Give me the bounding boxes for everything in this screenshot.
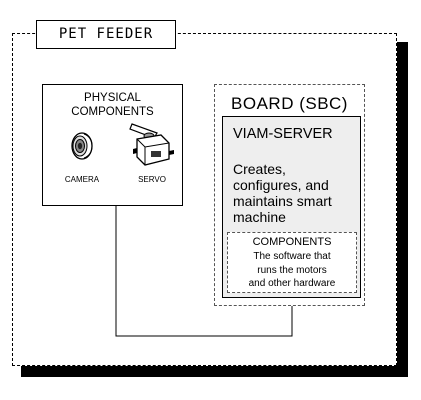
components-title: COMPONENTS bbox=[252, 236, 332, 248]
viam-server-title: VIAM-SERVER bbox=[233, 126, 333, 142]
board-title: BOARD (SBC) bbox=[231, 94, 348, 113]
components-software-box: COMPONENTS The software that runs the mo… bbox=[227, 232, 357, 293]
servo-label: SERVO bbox=[138, 175, 166, 184]
physical-components-title: PHYSICAL COMPONENTS bbox=[71, 92, 154, 118]
viam-server-description: Creates, configures, and maintains smart… bbox=[233, 161, 332, 225]
physical-components-box: PHYSICAL COMPONENTS CAMERA SERVO bbox=[42, 84, 183, 206]
camera-label: CAMERA bbox=[64, 175, 100, 184]
components-description: The software that runs the motors and ot… bbox=[248, 251, 336, 289]
servo-motor-icon bbox=[129, 123, 174, 166]
camera-lens-icon bbox=[71, 132, 93, 160]
diagram-title: PET FEEDER bbox=[36, 20, 176, 49]
